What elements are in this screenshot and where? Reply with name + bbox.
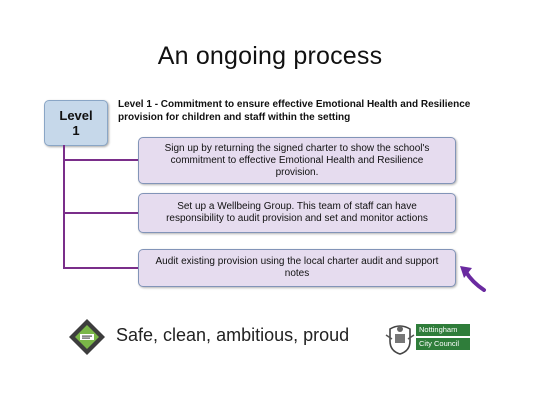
step-text-1: Sign up by returning the signed charter … (164, 142, 430, 178)
slide-title: An ongoing process (157, 42, 383, 70)
step-box-2: Set up a Wellbeing Group. This team of s… (138, 193, 456, 233)
level-number: 1 (72, 123, 80, 138)
curved-arrow-icon (460, 266, 486, 292)
step-box-1: Sign up by returning the signed charter … (138, 137, 456, 184)
level-label: Level (59, 108, 93, 123)
step-text-3: Audit existing provision using the local… (155, 256, 439, 279)
wellbeing-logo-icon (69, 319, 105, 355)
step-box-3: Audit existing provision using the local… (138, 249, 456, 287)
footer-tagline: Safe, clean, ambitious, proud (116, 325, 350, 345)
council-logo: Nottingham City Council (416, 324, 470, 352)
city-crest-icon (385, 325, 415, 355)
step-text-2: Set up a Wellbeing Group. This team of s… (166, 201, 428, 224)
council-name-line2: City Council (416, 338, 470, 350)
level-box: Level 1 (44, 100, 108, 146)
council-name-line1: Nottingham (416, 324, 470, 336)
level-description: Level 1 - Commitment to ensure effective… (118, 99, 471, 123)
